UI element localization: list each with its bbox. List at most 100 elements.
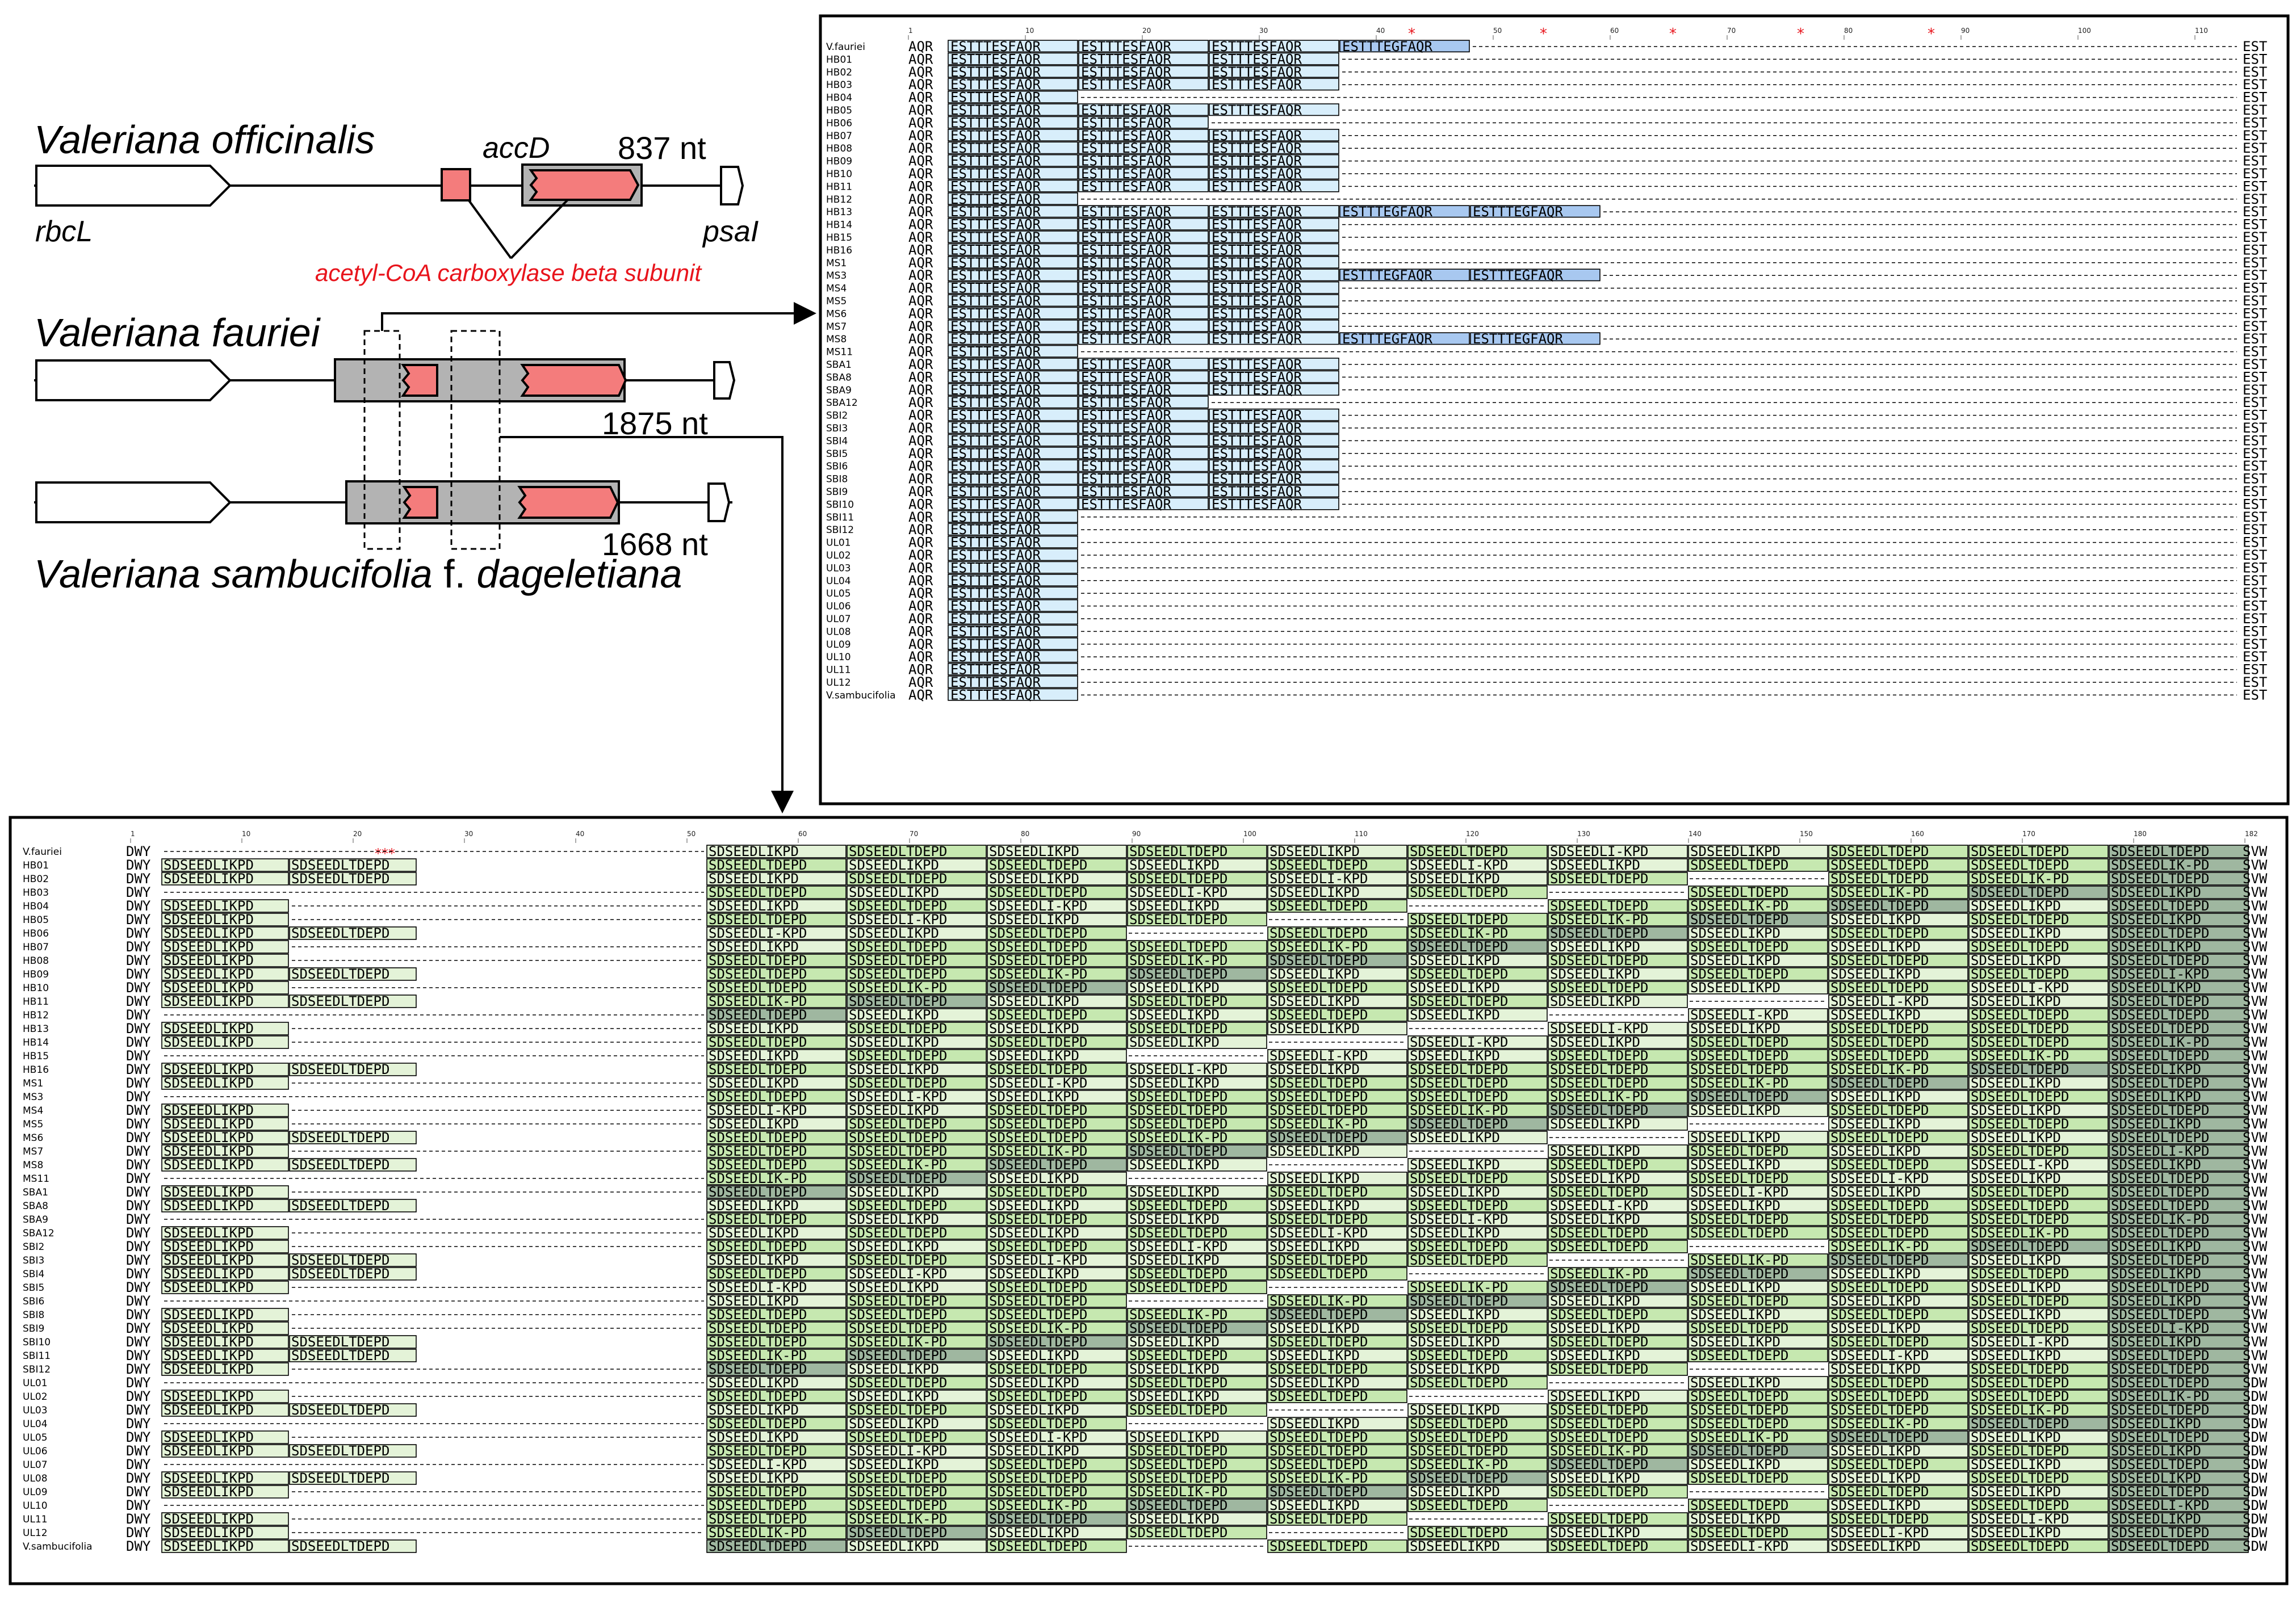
repeat-unit-box [1407, 1294, 1548, 1308]
repeat-unit-box [1688, 954, 1828, 967]
repeat-unit-box [1407, 1199, 1548, 1212]
repeat-unit-text: ESTTTESFAQR [950, 535, 1041, 551]
repeat-unit-text: SDSEEDLTDEPD [709, 884, 807, 900]
repeat-unit-text: SDSEEDLTDEPD [709, 1239, 807, 1254]
repeat-unit-text: SDSEEDLIK-PD [1410, 1102, 1508, 1118]
repeat-unit-box [706, 886, 847, 899]
repeat-unit-text: ESTTTESFAQR [950, 611, 1041, 627]
row-label: HB05 [826, 105, 852, 116]
repeat-unit-box [1968, 1253, 2109, 1267]
row-label: UL01 [826, 538, 851, 549]
sequence-prefix: AQR [908, 229, 933, 245]
repeat-unit-box [706, 872, 847, 886]
repeat-unit-text: SDSEEDLTDEPD [1129, 1143, 1227, 1159]
row-label: UL03 [826, 563, 851, 574]
row-label: SBI10 [23, 1337, 51, 1348]
repeat-unit-box [1209, 179, 1339, 192]
sequence-suffix: EST [2243, 356, 2267, 372]
repeat-unit-text: SDSEEDLIKPD [2111, 1334, 2201, 1350]
repeat-unit-text: ESTTTESFAQR [1081, 420, 1171, 436]
repeat-unit-text: ESTTTESFAQR [950, 446, 1041, 461]
repeat-unit-text: SDSEEDLTDEPD [2111, 1484, 2209, 1500]
sequence-prefix: DWY [126, 1034, 151, 1050]
repeat-unit-box [1828, 1076, 1968, 1090]
repeat-unit-text: SDSEEDLTDEPD [1550, 1457, 1648, 1472]
repeat-unit-box [1688, 981, 1828, 994]
repeat-unit-text: SDSEEDLIK-PD [709, 1525, 807, 1541]
repeat-unit-box [987, 1349, 1127, 1362]
repeat-unit-text: SDSEEDLTDEPD [989, 1470, 1087, 1486]
row-label: SBI12 [23, 1364, 51, 1375]
repeat-unit-text: SDSEEDLTDEPD [1690, 1170, 1788, 1186]
repeat-unit-text: SDSEEDLIKPD [1410, 1007, 1500, 1023]
sequence-prefix: AQR [908, 420, 933, 436]
repeat-unit-text: SDSEEDLIKPD [1971, 1102, 2061, 1118]
repeat-unit-box [1828, 1199, 1968, 1212]
sequence-prefix: AQR [908, 331, 933, 347]
tick-label: 10 [1025, 27, 1034, 35]
repeat-unit-text: SDSEEDLTDEPD [1129, 1279, 1227, 1295]
repeat-unit-text: SDSEEDLIKPD [1690, 1130, 1780, 1145]
sequence-prefix: DWY [126, 912, 151, 928]
repeat-unit-text: ESTTTESFAQR [1212, 77, 1302, 93]
repeat-unit-box [1407, 1185, 1548, 1199]
repeat-unit-text: SDSEEDLTDEPD [1410, 1348, 1508, 1363]
repeat-unit-text: SDSEEDLTDEPD [2111, 1184, 2209, 1200]
repeat-unit-box [1688, 1267, 1828, 1281]
sequence-suffix: EST [2243, 293, 2267, 309]
repeat-unit-box [1968, 1471, 2109, 1485]
repeat-unit-text: SDSEEDLIK-PD [1690, 898, 1788, 914]
repeat-unit-text: ESTTTEGFAQR [1342, 331, 1432, 347]
repeat-unit-box [706, 967, 847, 981]
repeat-unit-box [289, 872, 417, 886]
repeat-unit-box [706, 1022, 847, 1035]
repeat-unit-box [706, 1076, 847, 1090]
repeat-unit-box [1688, 1144, 1828, 1158]
sequence-prefix: AQR [908, 484, 933, 500]
repeat-unit-text: ESTTTESFAQR [950, 140, 1041, 156]
repeat-unit-text: ESTTTESFAQR [950, 458, 1041, 474]
sequence-prefix: AQR [908, 242, 933, 258]
sequence-suffix: EST [2243, 331, 2267, 347]
repeat-unit-box [1267, 1199, 1407, 1212]
repeat-unit-box [1548, 1485, 1688, 1499]
repeat-unit-text: SDSEEDLTDEPD [1550, 1061, 1648, 1077]
repeat-unit-box [1828, 981, 1968, 994]
repeat-unit-box [1127, 1063, 1267, 1076]
repeat-unit-text: SDSEEDLTDEPD [1410, 912, 1508, 928]
accd-inner-segment [402, 486, 438, 519]
repeat-unit-text: ESTTTESFAQR [1081, 331, 1171, 347]
repeat-unit-box [1407, 1253, 1548, 1267]
repeat-unit-text: SDSEEDLTDEPD [1971, 1143, 2069, 1159]
repeat-unit-text: SDSEEDLTDEPD [1410, 1525, 1508, 1541]
repeat-unit-box [1407, 940, 1548, 954]
repeat-unit-text: ESTTTESFAQR [950, 293, 1041, 309]
repeat-unit-text: SDSEEDLIK-PD [1129, 952, 1227, 968]
repeat-unit-text: ESTTTESFAQR [1212, 267, 1302, 283]
repeat-unit-box [987, 954, 1127, 967]
repeat-unit-box [1688, 845, 1828, 858]
repeat-unit-text: ESTTTESFAQR [1212, 293, 1302, 309]
repeat-unit-text: SDSEEDLTDEPD [1690, 1470, 1788, 1486]
repeat-unit-text: SDSEEDLIKPD [709, 898, 799, 914]
sequence-suffix: SVW [2243, 884, 2268, 900]
tick-label: 20 [1142, 27, 1151, 35]
repeat-unit-text: SDSEEDLTDEPD [1971, 1198, 2069, 1214]
repeat-unit-box [1968, 1226, 2109, 1240]
row-label: HB08 [826, 143, 852, 154]
repeat-unit-text: SDSEEDLI-KPD [849, 1443, 947, 1459]
repeat-unit-text: ESTTTESFAQR [950, 153, 1041, 169]
repeat-unit-box [1127, 1471, 1267, 1485]
repeat-unit-text: SDSEEDLI-KPD [1129, 1061, 1227, 1077]
sequence-prefix: AQR [908, 128, 933, 144]
repeat-unit-box [1407, 858, 1548, 872]
repeat-unit-text: SDSEEDLIKPD [164, 1116, 254, 1132]
repeat-unit-box [1078, 179, 1209, 192]
repeat-unit-box [1407, 1226, 1548, 1240]
species-title-fauriei: Valeriana fauriei [34, 310, 321, 355]
sequence-prefix: AQR [908, 115, 933, 131]
repeat-unit-text: SDSEEDLTDEPD [709, 1361, 807, 1377]
row-label: SBI10 [826, 499, 854, 510]
row-label: SBI4 [23, 1269, 44, 1280]
repeat-unit-text: SDSEEDLTDEPD [1550, 952, 1648, 968]
